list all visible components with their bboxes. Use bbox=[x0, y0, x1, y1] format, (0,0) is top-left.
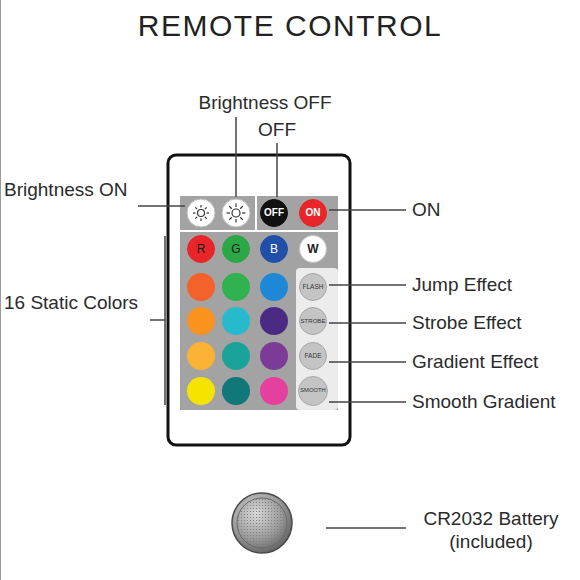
callout-label: 16 Static Colors bbox=[4, 292, 138, 315]
effect-button: FADE bbox=[299, 342, 327, 370]
button-label: FLASH bbox=[303, 284, 324, 291]
color-button: B bbox=[260, 235, 288, 263]
button-label: G bbox=[231, 243, 240, 255]
callout-label: Strobe Effect bbox=[412, 312, 522, 335]
callout-label: Gradient Effect bbox=[412, 351, 538, 374]
effect-button: STROBE bbox=[299, 307, 327, 335]
effect-panel bbox=[296, 268, 338, 410]
remote-body bbox=[168, 155, 350, 445]
title: REMOTE CONTROL bbox=[138, 8, 442, 44]
on-button: ON bbox=[299, 199, 327, 227]
button-label: B bbox=[270, 243, 278, 255]
effect-button: FLASH bbox=[299, 273, 327, 301]
edge-line bbox=[0, 0, 1, 580]
brightness-on-button bbox=[187, 199, 215, 227]
battery bbox=[232, 493, 292, 553]
power-panel bbox=[257, 196, 338, 230]
brightness-panel bbox=[180, 196, 255, 230]
color-button: W bbox=[299, 235, 327, 263]
battery-label: CR2032 Battery (included) bbox=[409, 508, 574, 554]
button-label: OFF bbox=[264, 208, 284, 218]
callout-label: Brightness ON bbox=[4, 179, 128, 202]
callout-label: ON bbox=[412, 199, 441, 222]
color-button: R bbox=[187, 235, 215, 263]
callout-label: Jump Effect bbox=[412, 274, 512, 297]
callout-label: OFF bbox=[258, 119, 296, 142]
color-panel bbox=[180, 232, 338, 410]
button-label: R bbox=[197, 243, 206, 255]
leader-lines bbox=[138, 117, 406, 528]
button-label: W bbox=[307, 243, 318, 255]
callout-label: Brightness OFF bbox=[198, 92, 331, 115]
color-button: G bbox=[222, 235, 250, 263]
callout-label: Smooth Gradient bbox=[412, 391, 556, 414]
button-label: SMOOTH bbox=[300, 388, 326, 394]
effect-button: SMOOTH bbox=[298, 376, 328, 406]
color-buttons bbox=[187, 273, 288, 405]
button-label: FADE bbox=[305, 353, 322, 360]
button-label: STROBE bbox=[301, 318, 326, 324]
brightness-off-button bbox=[222, 199, 250, 227]
off-button: OFF bbox=[260, 199, 288, 227]
button-label: ON bbox=[306, 208, 321, 218]
